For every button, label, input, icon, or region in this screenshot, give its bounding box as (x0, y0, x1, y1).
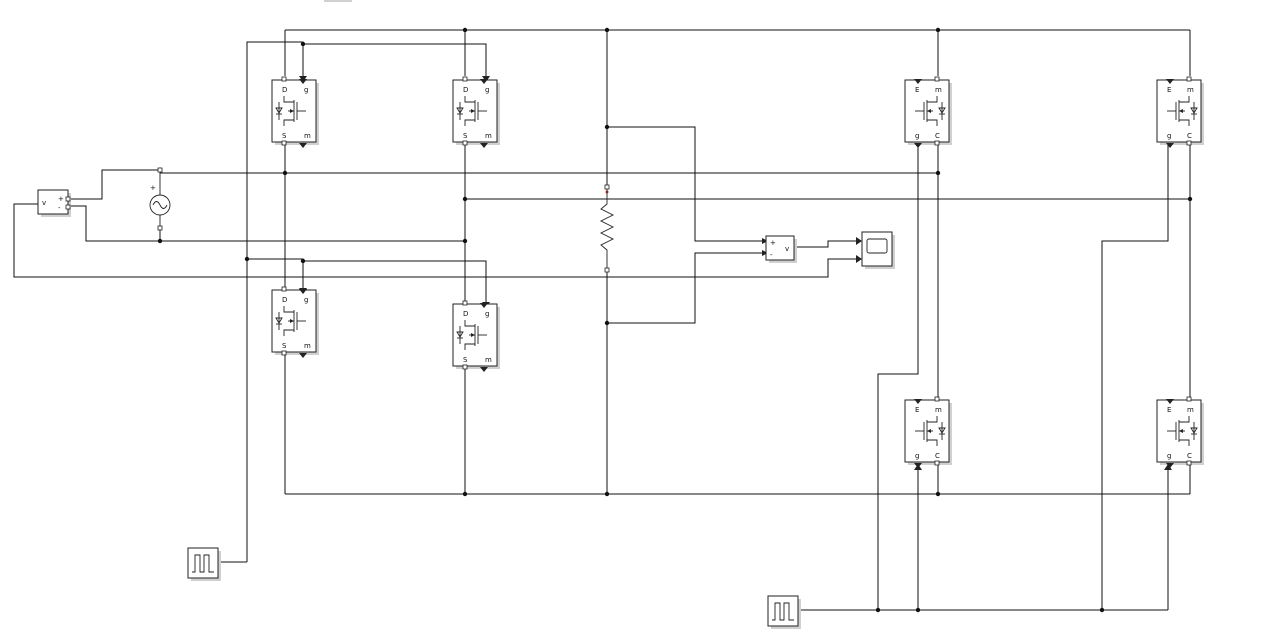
mosfet-block-bottom-middle[interactable] (452, 300, 501, 373)
junctions (157, 27, 1193, 613)
voltage-measurement-left-block[interactable]: v + - (37, 189, 71, 217)
resistor-zigzag-icon (599, 189, 615, 268)
mosfet-block-top-middle[interactable] (452, 76, 501, 149)
vm-left-plus-label: + (58, 195, 64, 203)
igbt-block-bottom-left[interactable] (904, 396, 953, 469)
vm-left-out-label: v (42, 199, 46, 207)
mosfet-block-top-left[interactable] (271, 76, 320, 149)
igbt-block-top-right[interactable] (1156, 76, 1205, 149)
vm-right-out-label: v (785, 245, 789, 253)
vm-left-minus-label: - (58, 204, 61, 212)
pulse-generator-right[interactable] (767, 595, 802, 630)
wires (13, 29, 1191, 611)
arrowheads (299, 76, 1172, 470)
scope-screen-icon (866, 238, 888, 254)
voltage-measurement-right-block[interactable]: + - v (765, 235, 797, 263)
vm-right-plus-label: + (770, 239, 776, 247)
mosfet-block-bottom-left[interactable] (271, 286, 320, 359)
scope-block[interactable] (861, 231, 895, 269)
resistor-block[interactable] (599, 184, 615, 273)
ac-sine-icon (152, 201, 168, 209)
vm-right-minus-label: - (770, 251, 773, 259)
igbt-block-bottom-right[interactable] (1156, 396, 1205, 469)
ac-source-plus-label: + (150, 184, 156, 192)
ac-voltage-source-block[interactable]: + (149, 167, 171, 231)
igbt-block-top-left[interactable] (904, 76, 953, 149)
partial-block-top (324, 0, 352, 2)
pulse-generator-left[interactable] (187, 547, 222, 582)
